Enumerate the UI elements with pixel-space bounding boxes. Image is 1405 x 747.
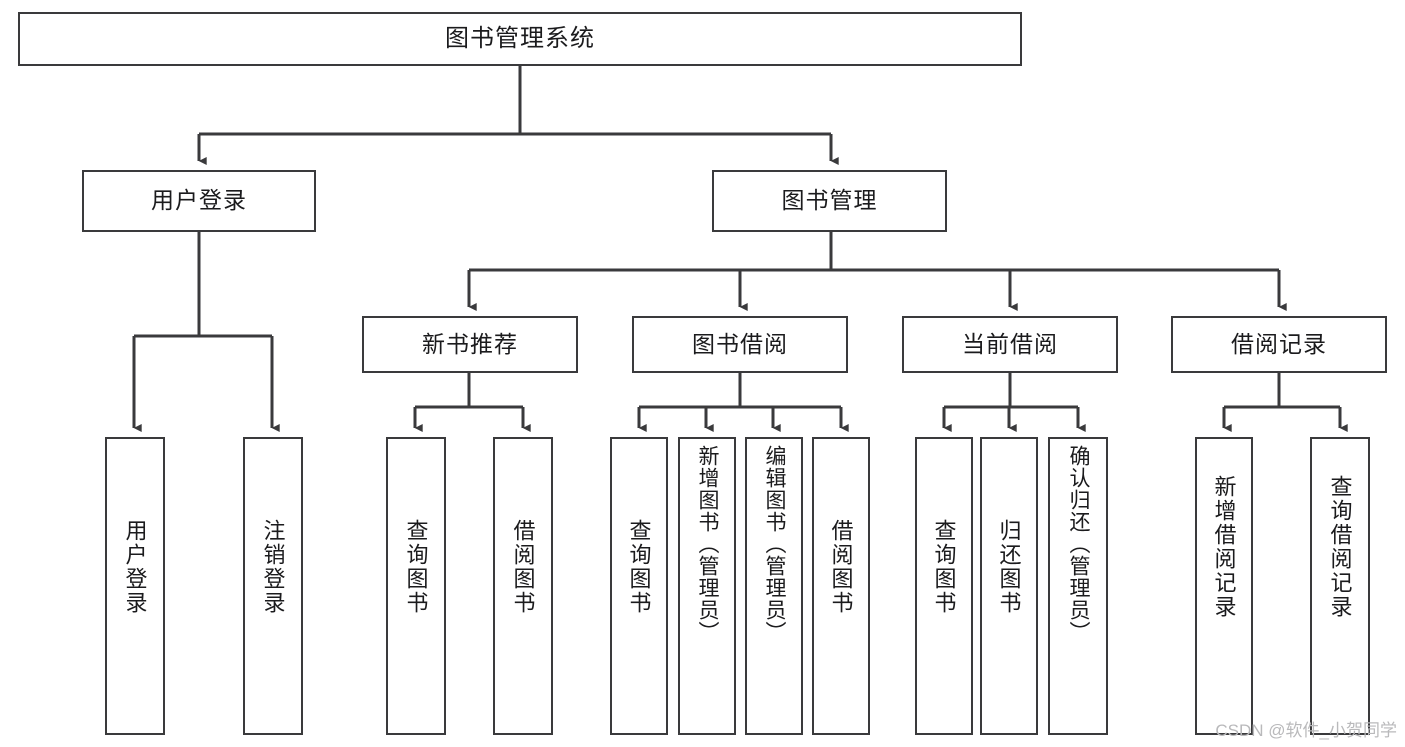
node-label: 用户登录: [122, 519, 148, 615]
node-label: 编辑图书（管理员）: [763, 445, 787, 643]
node-book-borrow[interactable]: 图书借阅: [632, 316, 848, 373]
node-label: 新增借阅记录: [1211, 475, 1237, 619]
node-label: 图书管理: [781, 187, 878, 214]
node-label: 注销登录: [260, 519, 286, 615]
leaf-recommend-borrow-book[interactable]: 借阅图书: [493, 437, 553, 735]
node-current-borrow[interactable]: 当前借阅: [902, 316, 1118, 373]
node-label: 借阅记录: [1231, 330, 1327, 357]
node-borrow-record[interactable]: 借阅记录: [1171, 316, 1387, 373]
node-label: 当前借阅: [962, 330, 1058, 357]
node-label: 查询借阅记录: [1327, 475, 1353, 619]
leaf-borrow-edit-book-admin[interactable]: 编辑图书（管理员）: [745, 437, 803, 735]
node-label: 查询图书: [626, 519, 652, 615]
node-label: 图书借阅: [692, 330, 788, 357]
node-label: 用户登录: [151, 187, 247, 214]
node-new-book-recommend[interactable]: 新书推荐: [362, 316, 578, 373]
node-label: 新书推荐: [422, 330, 518, 357]
leaf-user-logout[interactable]: 注销登录: [243, 437, 303, 735]
leaf-current-confirm-return-admin[interactable]: 确认归还（管理员）: [1048, 437, 1108, 735]
watermark-text: CSDN @软件_小贺同学: [1215, 721, 1397, 740]
leaf-record-add[interactable]: 新增借阅记录: [1195, 437, 1253, 735]
leaf-borrow-query-book[interactable]: 查询图书: [610, 437, 668, 735]
leaf-borrow-add-book-admin[interactable]: 新增图书（管理员）: [678, 437, 736, 735]
node-label: 图书管理系统: [445, 24, 595, 52]
leaf-recommend-query-book[interactable]: 查询图书: [386, 437, 446, 735]
node-user-login[interactable]: 用户登录: [82, 170, 316, 232]
leaf-borrow-lend-book[interactable]: 借阅图书: [812, 437, 870, 735]
node-label: 查询图书: [931, 519, 957, 615]
leaf-current-return-book[interactable]: 归还图书: [980, 437, 1038, 735]
node-label: 确认归还（管理员）: [1067, 445, 1091, 643]
node-book-management[interactable]: 图书管理: [712, 170, 947, 232]
node-label: 借阅图书: [828, 519, 854, 615]
node-label: 查询图书: [403, 519, 429, 615]
node-root-system[interactable]: 图书管理系统: [18, 12, 1022, 66]
leaf-current-query-book[interactable]: 查询图书: [915, 437, 973, 735]
node-label: 归还图书: [996, 519, 1022, 615]
leaf-record-query[interactable]: 查询借阅记录: [1310, 437, 1370, 735]
node-label: 借阅图书: [510, 519, 536, 615]
node-label: 新增图书（管理员）: [696, 445, 720, 643]
leaf-user-login[interactable]: 用户登录: [105, 437, 165, 735]
